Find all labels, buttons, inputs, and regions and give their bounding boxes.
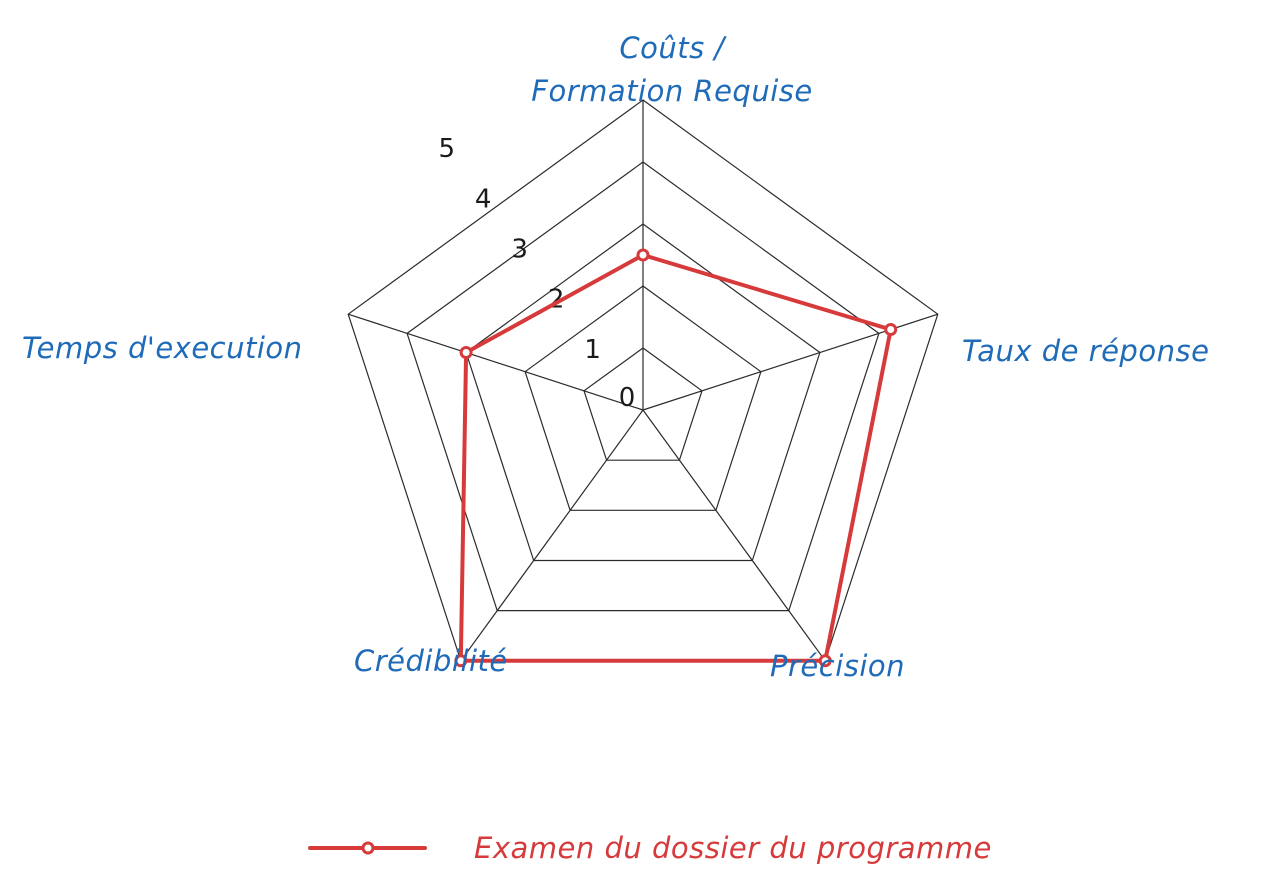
series-point-2 [818, 654, 832, 668]
series-point-3 [454, 654, 468, 668]
grid-ring-1 [583, 347, 703, 461]
axis-label-0-line-0: Coûts / [619, 31, 727, 65]
tick-label-3: 3 [511, 235, 528, 265]
legend-label-0: Examen du dossier du programme [474, 831, 992, 865]
axis-label-4-line-0: Temps d'execution [22, 331, 303, 365]
grid-ring-4 [406, 161, 880, 612]
tick-label-1: 1 [584, 335, 601, 365]
series-point-1 [884, 323, 898, 336]
grid-spoke-4 [348, 313, 644, 411]
radar-series [454, 248, 898, 668]
axis-label-2-line-0: Précision [770, 649, 905, 683]
tick-label-4: 4 [475, 184, 492, 214]
legend-marker-0 [361, 841, 375, 855]
tick-label-0: 0 [619, 383, 636, 413]
axis-label-1-line-0: Taux de réponse [962, 334, 1209, 368]
grid-ring-2 [524, 285, 762, 511]
radar-grid [347, 99, 939, 662]
grid-spoke-3 [460, 409, 644, 662]
tick-label-5: 5 [439, 134, 456, 164]
chart-legend: Examen du dossier du programme [308, 831, 992, 865]
series-point-0 [636, 248, 650, 262]
axis-label-3-line-0: Crédibilité [354, 644, 508, 678]
series-point-4 [459, 346, 473, 359]
grid-spoke-2 [642, 409, 826, 662]
axis-label-0-line-1: Formation Requise [531, 74, 812, 108]
grid-ring-3 [465, 223, 821, 562]
series-line-0 [458, 253, 893, 663]
